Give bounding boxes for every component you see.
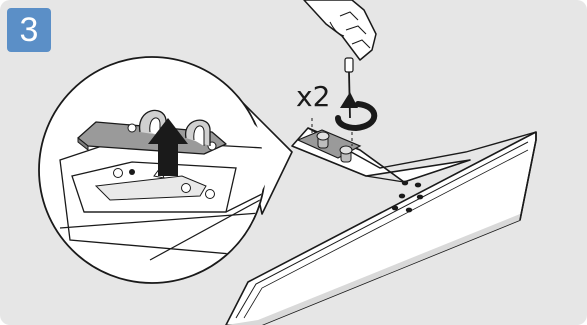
zoom-callout: [38, 56, 293, 284]
hand-with-screwdriver: [303, 0, 377, 119]
multiplier-label: x2: [296, 80, 330, 113]
rotate-clockwise-icon: [335, 92, 378, 132]
arrow-up-icon: [148, 118, 188, 176]
screwdriver-icon: [344, 57, 354, 119]
bracket-screws: [296, 118, 362, 163]
step-number-badge: 3: [7, 8, 51, 52]
